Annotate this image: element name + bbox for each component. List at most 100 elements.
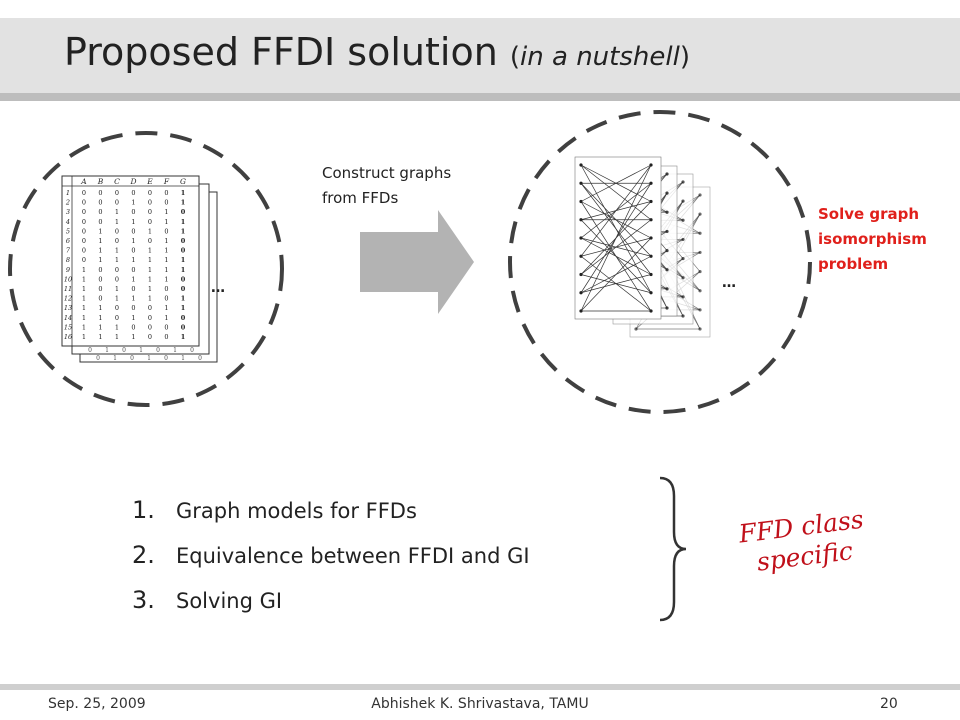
graph-node <box>579 218 583 222</box>
table-cell: 0 <box>148 304 152 312</box>
table-cell: 1 <box>82 285 86 293</box>
solve-gi-label: Solve graph isomorphism problem <box>818 205 927 273</box>
table-row-label: 7 <box>66 247 71 255</box>
table-back-cell: 0 <box>198 355 202 362</box>
table-cell: 0 <box>164 199 168 207</box>
table-row-label: 8 <box>66 256 70 264</box>
table-back-cell: 1 <box>139 347 143 354</box>
table-row-label: 14 <box>64 314 72 322</box>
table-cell: 0 <box>131 285 135 293</box>
graph-edge <box>580 183 652 275</box>
graph-node <box>698 289 702 293</box>
graph-node <box>649 236 653 240</box>
title-main: Proposed FFDI solution <box>64 30 498 74</box>
graph-node <box>665 287 669 291</box>
graph-node <box>665 268 669 272</box>
table-cell: 1 <box>82 304 86 312</box>
graph-node <box>698 193 702 197</box>
ffd-sheet-front <box>61 175 200 347</box>
table-cell: 0 <box>181 314 186 322</box>
graph-node <box>579 236 583 240</box>
table-cell: 1 <box>148 285 152 293</box>
table-back-cell: 1 <box>173 347 177 354</box>
table-cell: 0 <box>148 323 152 331</box>
table-cell: 0 <box>82 256 86 264</box>
table-row-label: 1 <box>66 189 70 197</box>
graph-edge <box>580 164 652 221</box>
table-cell: 1 <box>181 227 186 235</box>
table-cell: 1 <box>148 227 152 235</box>
table-cell: 0 <box>148 189 152 197</box>
table-cell: 0 <box>98 208 102 216</box>
graph-models-figure <box>508 110 812 414</box>
table-cell: 0 <box>131 208 135 216</box>
table-cell: 1 <box>98 323 102 331</box>
table-cell: 1 <box>164 247 168 255</box>
graph-node <box>665 172 669 176</box>
table-cell: 0 <box>164 333 168 341</box>
list-item: 1.Graph models for FFDs <box>132 496 417 524</box>
graph-node <box>681 276 685 280</box>
right-brace-icon <box>659 476 687 622</box>
graph-edge <box>580 164 652 257</box>
table-header-cell: A <box>80 177 87 186</box>
table-cell: 1 <box>82 275 86 283</box>
table-cell: 0 <box>82 237 86 245</box>
graph-node <box>698 250 702 255</box>
table-cell: 0 <box>115 314 119 322</box>
table-header-cell: C <box>114 177 120 186</box>
list-item: 2.Equivalence between FFDI and GI <box>132 541 530 569</box>
table-cell: 0 <box>148 333 152 341</box>
table-cell: 1 <box>164 304 168 312</box>
list-item: 3.Solving GI <box>132 586 283 614</box>
table-row-label: 10 <box>64 275 72 283</box>
table-cell: 1 <box>164 218 168 226</box>
graph-node <box>681 218 685 222</box>
table-cell: 1 <box>181 333 186 341</box>
table-cell: 0 <box>98 266 102 274</box>
graph-node <box>579 254 583 258</box>
table-cell: 1 <box>82 333 86 341</box>
table-row-label: 4 <box>65 218 70 226</box>
table-back-cell: 0 <box>164 355 168 362</box>
graph-node <box>649 181 653 185</box>
graph-edge <box>580 219 652 275</box>
slide-title: Proposed FFDI solution (in a nutshell) <box>64 30 690 74</box>
graph-node <box>665 229 669 234</box>
table-back-cell: 1 <box>105 347 109 354</box>
table-header-cell: F <box>163 177 170 186</box>
table-cell: 1 <box>181 304 186 312</box>
left-dashed-circle <box>8 131 284 407</box>
table-cell: 1 <box>148 266 152 274</box>
table-cell: 1 <box>98 247 102 255</box>
graph-node <box>681 295 685 299</box>
graph-node <box>579 309 583 313</box>
table-cell: 1 <box>131 218 135 226</box>
table-row-label: 15 <box>64 323 72 331</box>
table-cell: 0 <box>82 218 86 226</box>
process-arrow-shape <box>360 210 474 314</box>
table-back-cell: 0 <box>156 347 160 354</box>
table-cell: 0 <box>181 247 186 255</box>
table-cell: 1 <box>115 208 119 216</box>
table-cell: 0 <box>98 295 102 303</box>
table-row-label: 12 <box>64 295 72 303</box>
table-header-cell: G <box>180 177 186 186</box>
table-cell: 0 <box>82 247 86 255</box>
table-cell: 1 <box>131 333 135 341</box>
table-back-cell: 0 <box>190 347 194 354</box>
table-cell: 1 <box>131 275 135 283</box>
graph-node <box>649 309 653 313</box>
footer-bar <box>0 684 960 690</box>
table-header-cell: B <box>97 177 104 186</box>
table-cell: 0 <box>82 189 86 197</box>
table-cell: 1 <box>82 323 86 331</box>
table-row-label: 5 <box>66 227 70 235</box>
table-cell: 1 <box>164 266 168 274</box>
graph-node <box>698 212 702 216</box>
table-row-label: 11 <box>64 285 72 293</box>
table-cell: 0 <box>131 189 135 197</box>
table-cell: 0 <box>82 208 86 216</box>
